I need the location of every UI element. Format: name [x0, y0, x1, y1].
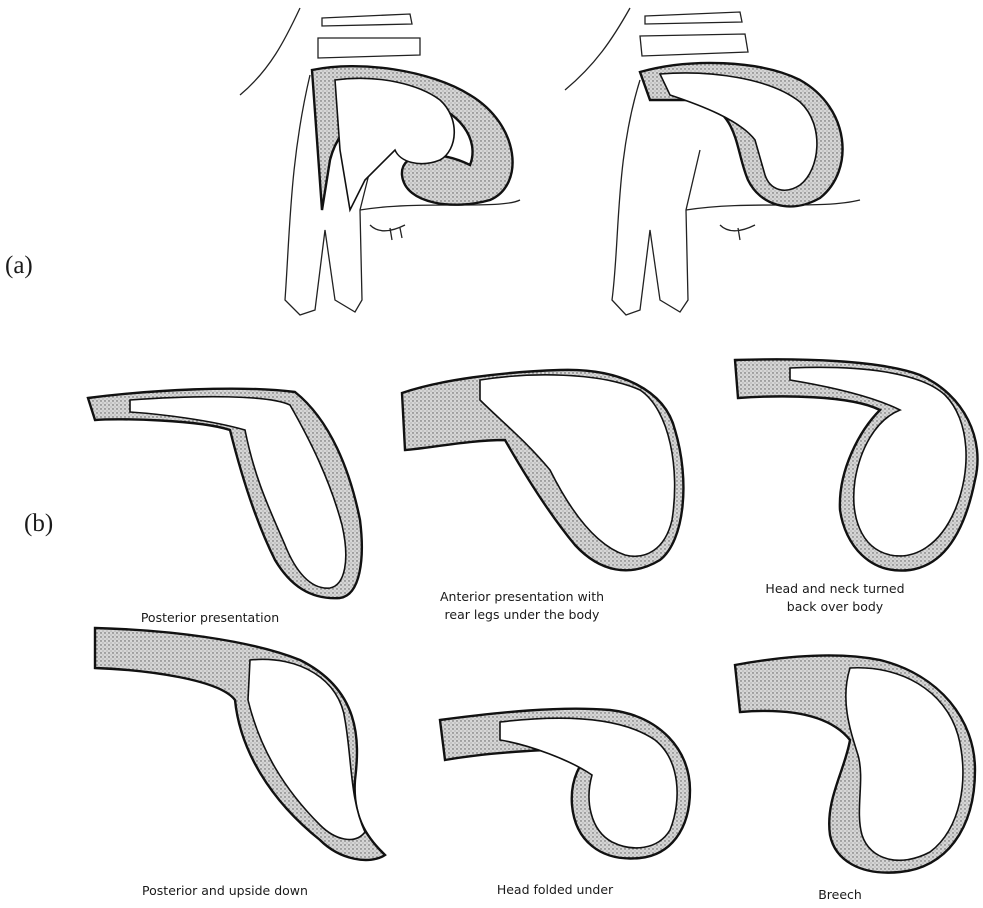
cow-illustration-left	[240, 8, 520, 315]
diagram-head-folded-under	[440, 709, 690, 859]
caption-line: Posterior presentation	[120, 609, 300, 627]
cow-illustration-right	[565, 8, 860, 315]
caption-line: Breech	[790, 886, 890, 904]
diagram-posterior-presentation	[88, 389, 362, 599]
caption-line: Anterior presentation with	[412, 588, 632, 606]
caption-anterior-rear-legs: Anterior presentation with rear legs und…	[412, 588, 632, 624]
caption-posterior-upside-down: Posterior and upside down	[110, 882, 340, 900]
caption-posterior-presentation: Posterior presentation	[120, 609, 300, 627]
caption-line: Head and neck turned	[735, 580, 935, 598]
diagram-head-neck-turned	[735, 359, 978, 570]
diagram-anterior-rear-legs	[402, 370, 683, 570]
caption-line: back over body	[735, 598, 935, 616]
part-label-a: (a)	[5, 252, 33, 280]
caption-line: Head folded under	[475, 881, 635, 899]
part-label-b: (b)	[24, 510, 53, 538]
caption-line: Posterior and upside down	[110, 882, 340, 900]
caption-line: rear legs under the body	[412, 606, 632, 624]
caption-head-folded-under: Head folded under	[475, 881, 635, 899]
diagram-breech	[735, 655, 975, 872]
diagram-posterior-upside-down	[95, 628, 385, 860]
caption-head-neck-turned: Head and neck turned back over body	[735, 580, 935, 616]
caption-breech: Breech	[790, 886, 890, 904]
